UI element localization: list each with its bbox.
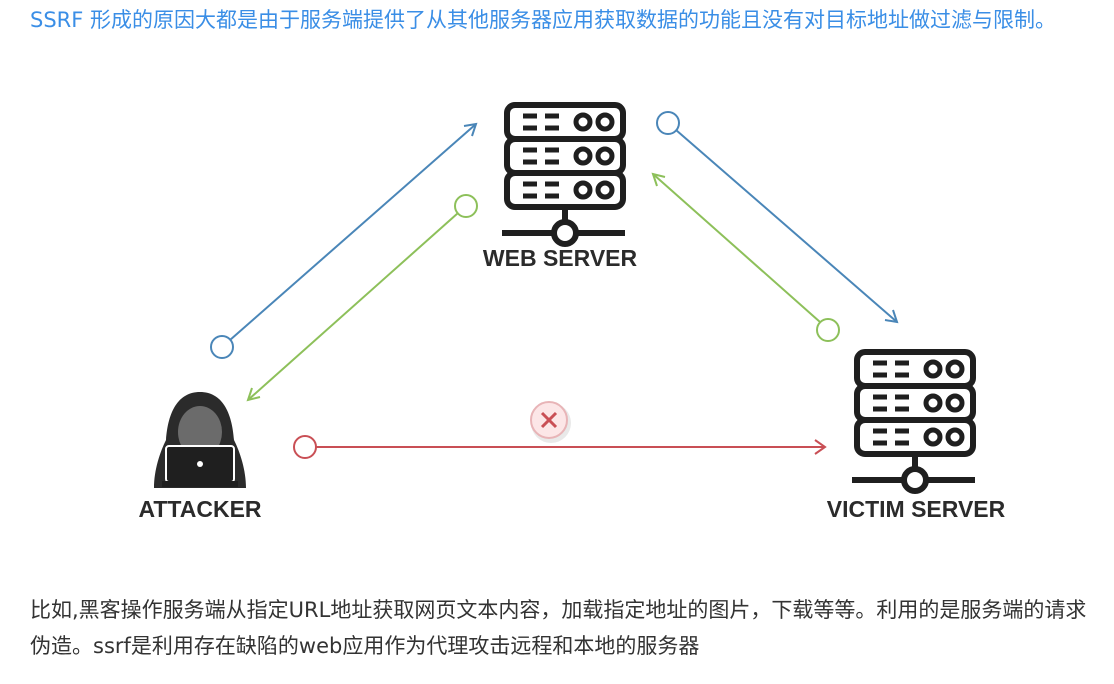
attacker-label: ATTACKER: [138, 496, 261, 522]
hacker-icon: [154, 392, 246, 488]
blocked-x-icon: [530, 401, 571, 443]
victim-server-icon: [852, 352, 975, 494]
web-to-victim-request-arrow: [656, 111, 899, 324]
attacker-to-web-request-arrow: [210, 122, 478, 359]
attacker-to-victim-blocked-arrow: [293, 435, 827, 459]
web-server-label: WEB SERVER: [483, 245, 638, 271]
intro-paragraph: SSRF 形成的原因大都是由于服务端提供了从其他服务器应用获取数据的功能且没有对…: [30, 8, 1057, 32]
footer-paragraph: 比如,黑客操作服务端从指定URL地址获取网页文本内容，加载指定地址的图片，下载等…: [30, 598, 1087, 658]
web-server-icon: [502, 105, 625, 247]
victim-to-web-response-arrow: [651, 172, 840, 342]
web-to-attacker-response-arrow: [246, 194, 478, 402]
victim-server-label: VICTIM SERVER: [827, 496, 1006, 522]
